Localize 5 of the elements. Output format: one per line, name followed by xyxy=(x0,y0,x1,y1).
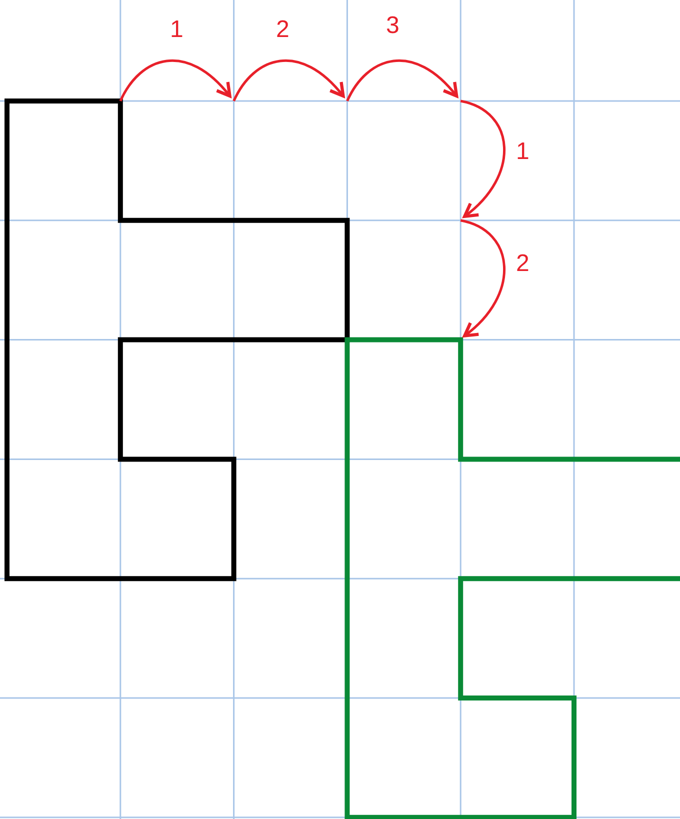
step-number: 1 xyxy=(516,140,530,164)
step-number: 2 xyxy=(516,252,530,276)
step-number: 1 xyxy=(170,18,184,42)
step-number: 2 xyxy=(276,18,290,42)
step-number: 3 xyxy=(386,14,400,38)
